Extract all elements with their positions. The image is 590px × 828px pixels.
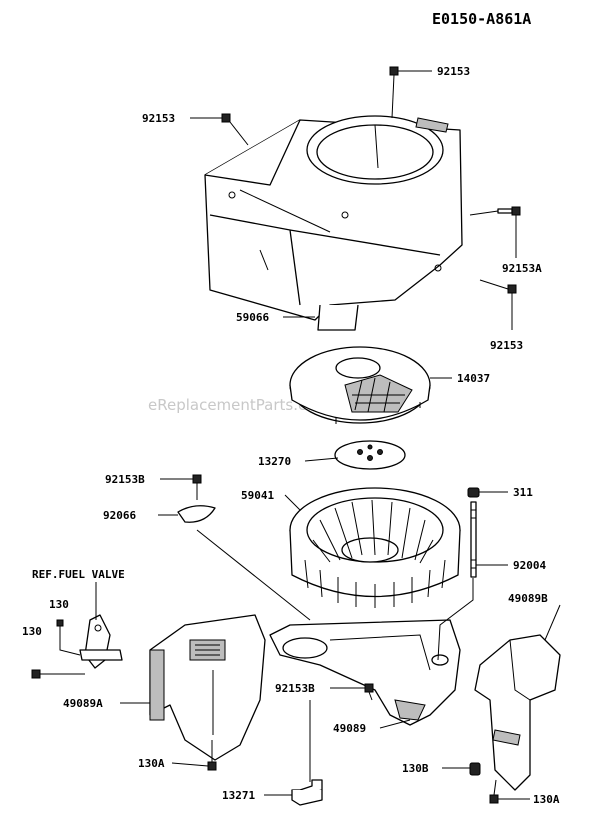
bolt-92153b-mid[interactable]	[364, 683, 374, 701]
bracket-13271[interactable]	[291, 779, 323, 806]
bolt-130-lower[interactable]	[31, 669, 85, 679]
callout-130a-right: 130A	[533, 793, 560, 806]
bolt-130b[interactable]	[469, 762, 481, 776]
bolt-130a-right[interactable]	[489, 779, 499, 804]
callout-130-upper: 130	[49, 598, 69, 611]
screen-14037[interactable]	[289, 346, 431, 424]
leader-lines	[95, 70, 561, 800]
callout-311: 311	[513, 486, 533, 499]
washer-92066[interactable]	[177, 505, 216, 523]
callout-13270: 13270	[258, 455, 291, 468]
callout-92004: 92004	[513, 559, 546, 572]
callout-130-lower: 130	[22, 625, 42, 638]
callout-92153b-top: 92153B	[105, 473, 145, 486]
diagram-code: E0150-A861A	[432, 10, 531, 28]
callout-130b: 130B	[402, 762, 429, 775]
watermark: eReplacementParts.com	[148, 396, 330, 414]
callout-14037: 14037	[457, 372, 490, 385]
callout-92066: 92066	[103, 509, 136, 522]
screw-92153-left[interactable]	[221, 113, 249, 146]
callout-ref-fuel-valve: REF.FUEL VALVE	[32, 568, 125, 581]
cover-49089b[interactable]	[474, 634, 561, 791]
callout-49089b: 49089B	[508, 592, 548, 605]
plate-13270[interactable]	[334, 440, 406, 470]
stud-92004[interactable]	[470, 501, 477, 578]
nut-311[interactable]	[467, 487, 480, 498]
callout-49089a: 49089A	[63, 697, 103, 710]
cover-49089a[interactable]	[149, 614, 266, 761]
callout-92153a: 92153A	[502, 262, 542, 275]
callout-59041: 59041	[241, 489, 274, 502]
screw-92153a[interactable]	[469, 206, 521, 216]
callout-13271: 13271	[222, 789, 255, 802]
screw-92153-top[interactable]	[389, 66, 399, 119]
callout-92153b-mid: 92153B	[275, 682, 315, 695]
screw-92153-right[interactable]	[479, 279, 517, 294]
callout-130a-left: 130A	[138, 757, 165, 770]
callout-92153-left: 92153	[142, 112, 175, 125]
callout-59066: 59066	[236, 311, 269, 324]
callout-49089: 49089	[333, 722, 366, 735]
callout-92153-right: 92153	[490, 339, 523, 352]
bolt-92153b-top[interactable]	[192, 474, 202, 500]
bolt-130-upper[interactable]	[56, 619, 81, 656]
cover-49089[interactable]	[269, 619, 461, 726]
blower-housing-59066[interactable]	[204, 115, 463, 331]
fuel-valve-bracket[interactable]	[79, 614, 123, 669]
callout-92153-top: 92153	[437, 65, 470, 78]
flywheel-59041[interactable]	[289, 487, 461, 608]
